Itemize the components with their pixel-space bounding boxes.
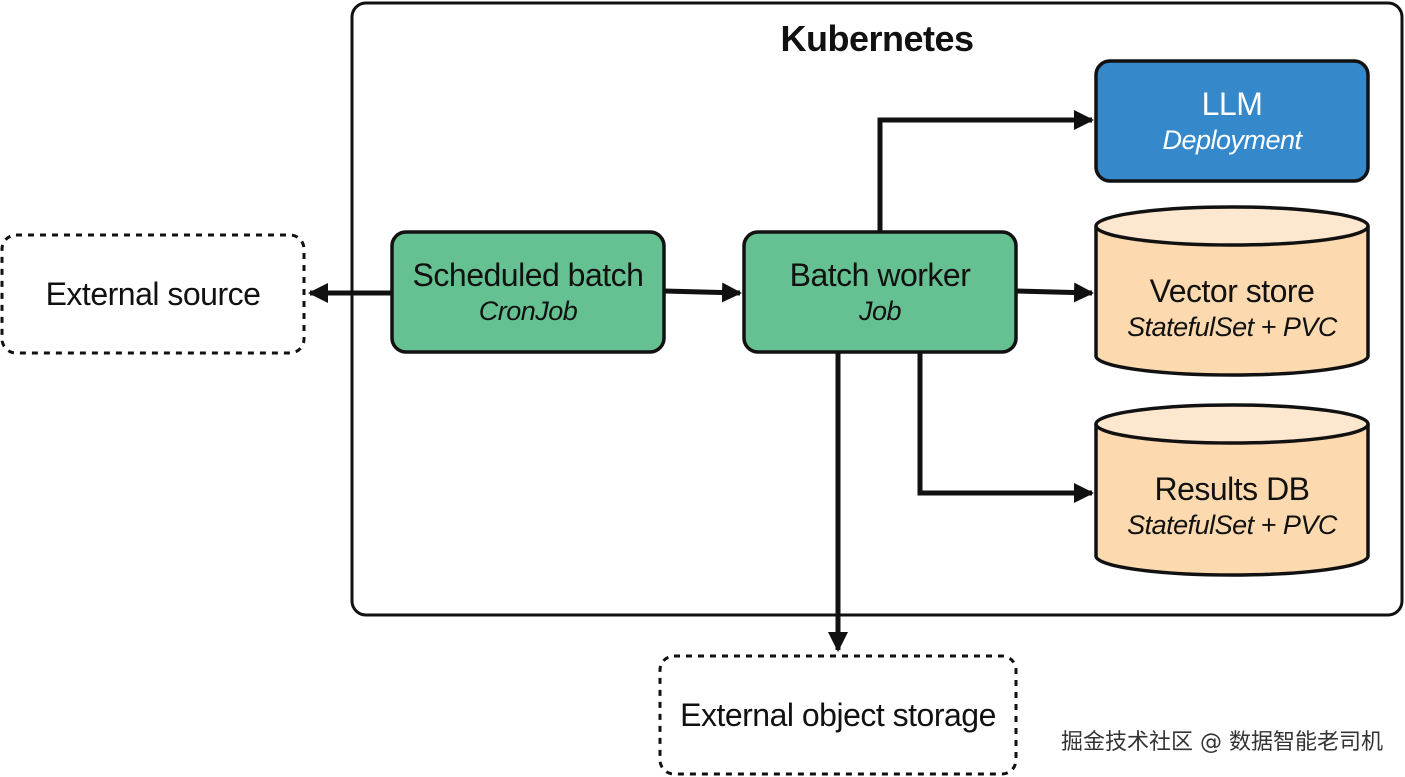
results-db-title: Results DB <box>1154 471 1310 507</box>
results-db-kind: StatefulSet + PVC <box>1127 510 1337 540</box>
vector-store-label: Vector store StatefulSet + PVC <box>1096 248 1368 368</box>
external-object-storage-title: External object storage <box>680 697 996 733</box>
external-object-storage-box <box>658 654 1018 776</box>
external-source-title: External source <box>45 276 261 312</box>
results-db-label: Results DB StatefulSet + PVC <box>1096 446 1368 566</box>
batch-worker-kind: Job <box>858 296 902 326</box>
scheduled-batch-kind: CronJob <box>478 296 578 326</box>
vector-store-cylinder <box>1094 205 1370 377</box>
llm-title: LLM <box>1201 86 1263 122</box>
external-source-label: External source <box>2 235 304 353</box>
batch-worker-label: Batch worker Job <box>744 232 1016 352</box>
vector-store-kind: StatefulSet + PVC <box>1127 312 1337 342</box>
watermark-text: 掘金技术社区 @ 数据智能老司机 <box>1061 730 1383 755</box>
edge-worker-to-llm <box>877 110 1094 232</box>
kubernetes-title: Kubernetes <box>352 16 1402 62</box>
watermark: 掘金技术社区 @ 数据智能老司机 <box>1061 722 1383 758</box>
external-source-box <box>0 233 306 355</box>
batch-worker-title: Batch worker <box>789 257 971 293</box>
llm-label: LLM Deployment <box>1096 61 1368 181</box>
results-db-cylinder <box>1094 403 1370 577</box>
edge-worker-to-results-db <box>917 352 1094 503</box>
scheduled-batch-label: Scheduled batch CronJob <box>392 232 664 352</box>
edge-worker-to-vector-store <box>1015 282 1094 303</box>
vector-store-title: Vector store <box>1149 273 1315 309</box>
llm-box <box>1094 59 1370 183</box>
external-object-storage-label: External object storage <box>660 656 1016 774</box>
llm-kind: Deployment <box>1162 125 1302 155</box>
scheduled-batch-title: Scheduled batch <box>412 257 644 293</box>
kubernetes-title-text: Kubernetes <box>780 18 974 59</box>
edge-scheduled-to-worker <box>663 282 742 303</box>
